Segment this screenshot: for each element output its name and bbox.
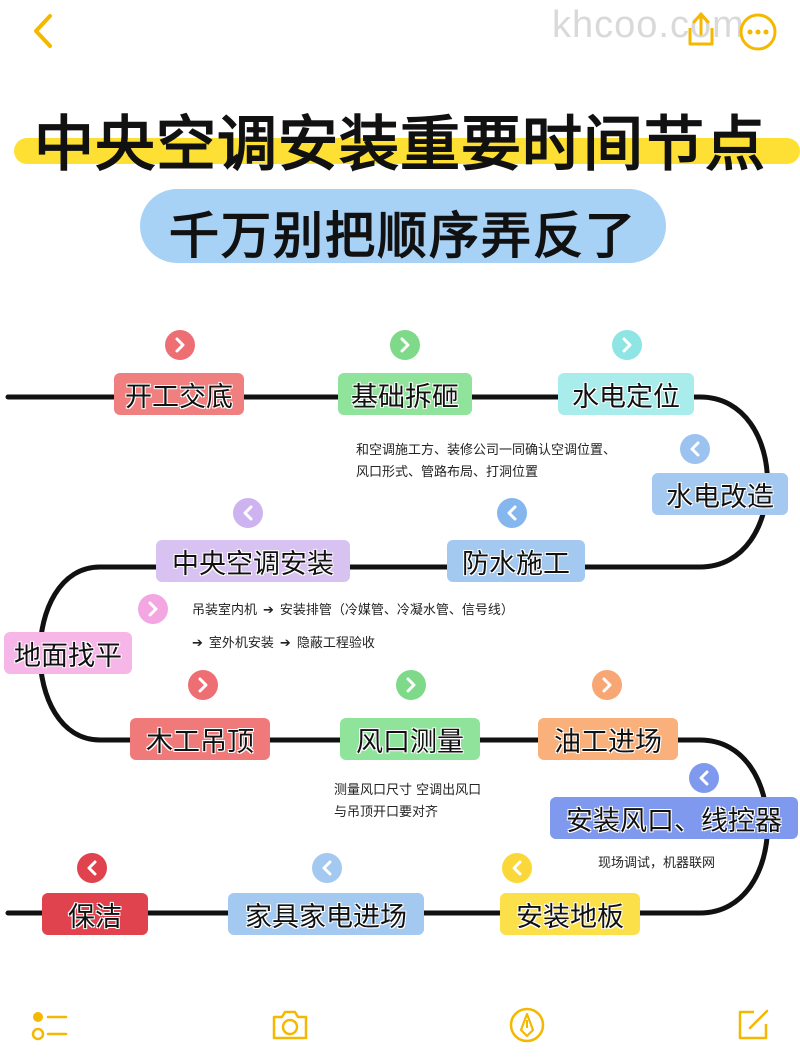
chevron-left-icon — [87, 860, 97, 876]
step-5: 防水施工 — [447, 540, 585, 582]
arrow-right-icon: ➔ — [279, 636, 291, 651]
step-6: 中央空调安装 — [156, 540, 350, 582]
arrow-right-icon: ➔ — [192, 636, 203, 651]
step-3-marker — [612, 330, 642, 360]
subtitle: 千万别把顺序弄反了 — [169, 207, 637, 265]
chevron-left-icon — [512, 860, 522, 876]
step-5-marker — [497, 498, 527, 528]
step-10: 油工进场 — [538, 718, 678, 760]
step-12-marker — [502, 853, 532, 883]
step-8-marker — [188, 670, 218, 700]
chevron-left-icon — [243, 505, 253, 521]
step-10-marker — [592, 670, 622, 700]
step-3: 水电定位 — [558, 373, 694, 415]
chevron-right-icon — [406, 677, 416, 693]
step-8: 木工吊顶 — [130, 718, 270, 760]
note-install-flow: 吊装室内机➔安装排管（冷媒管、冷凝水管、信号线） — [192, 603, 514, 618]
title-highlight-band — [14, 138, 800, 164]
note-debug: 现场调试，机器联网 — [598, 856, 716, 871]
chevron-right-icon — [400, 337, 410, 353]
chevron-left-icon — [507, 505, 517, 521]
step-2-marker — [390, 330, 420, 360]
share-icon[interactable] — [684, 10, 718, 48]
back-chevron-icon[interactable] — [28, 12, 58, 50]
step-9-marker — [396, 670, 426, 700]
chevron-right-icon — [602, 677, 612, 693]
note-measure: 测量风口尺寸 空调出风口 与吊顶开口要对齐 — [334, 783, 482, 820]
chevron-right-icon — [148, 601, 158, 617]
compose-icon[interactable] — [734, 1006, 772, 1044]
chevron-left-icon — [322, 860, 332, 876]
step-2: 基础拆砸 — [338, 373, 472, 415]
step-11: 安装风口、线控器 — [550, 797, 798, 839]
note-install-flow-2: ➔室外机安装➔隐蔽工程验收 — [192, 636, 375, 651]
step-12: 安装地板 — [500, 893, 640, 935]
chevron-left-icon — [690, 441, 700, 457]
chevron-right-icon — [175, 337, 185, 353]
camera-icon[interactable] — [270, 1008, 310, 1042]
step-13: 家具家电进场 — [228, 893, 424, 935]
bottom-toolbar — [0, 990, 800, 1059]
top-bar: khcoo.com — [0, 0, 800, 70]
step-11-marker — [689, 763, 719, 793]
arrow-right-icon: ➔ — [263, 603, 274, 618]
subtitle-pill — [140, 189, 666, 263]
step-1-marker — [165, 330, 195, 360]
pen-icon[interactable] — [508, 1006, 546, 1044]
step-4: 水电改造 — [652, 473, 788, 515]
more-icon[interactable] — [738, 12, 778, 52]
step-6-marker — [233, 498, 263, 528]
checklist-icon[interactable] — [30, 1008, 70, 1044]
step-13-marker — [312, 853, 342, 883]
chevron-right-icon — [198, 677, 208, 693]
step-14: 保洁 — [42, 893, 148, 935]
chevron-right-icon — [622, 337, 632, 353]
step-9: 风口测量 — [340, 718, 480, 760]
step-14-marker — [77, 853, 107, 883]
chevron-left-icon — [699, 770, 709, 786]
step-7: 地面找平 — [4, 632, 132, 674]
step-7-marker — [138, 594, 168, 624]
main-title: 中央空调安装重要时间节点 — [34, 110, 766, 180]
note-location: 和空调施工方、装修公司一同确认空调位置、 风口形式、管路布局、打洞位置 — [356, 443, 617, 480]
step-4-marker — [680, 434, 710, 464]
step-1: 开工交底 — [114, 373, 244, 415]
